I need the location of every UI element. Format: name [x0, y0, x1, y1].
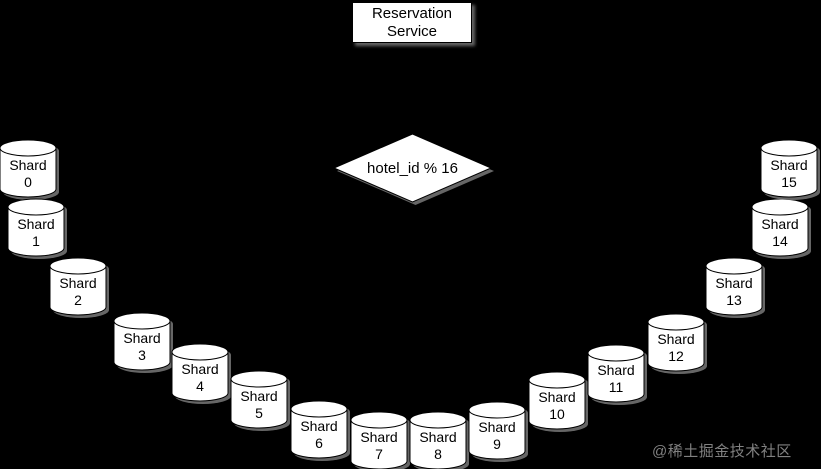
- cylinder-shape: [647, 313, 707, 374]
- diamond-shape: [332, 133, 494, 205]
- cylinder-shape: [528, 371, 588, 432]
- cylinder-shape: [230, 370, 290, 431]
- service-title-line1: Reservation: [371, 4, 453, 22]
- cylinder-shape: [49, 257, 109, 318]
- service-title-line2: Service: [386, 22, 438, 40]
- reservation-service-node[interactable]: Reservation Service: [352, 2, 472, 43]
- cylinder-shape: [113, 312, 173, 373]
- shard-key-decision-node[interactable]: hotel_id % 16: [332, 133, 494, 205]
- cylinder-shape: [751, 198, 811, 259]
- cylinder-shape: [587, 344, 647, 405]
- cylinder-shape: [350, 411, 410, 469]
- cylinder-shape: [0, 139, 59, 200]
- cylinder-shape: [705, 257, 765, 318]
- cylinder-shape: [171, 343, 231, 404]
- cylinder-shape: [760, 139, 820, 200]
- cylinder-shape: [409, 411, 469, 469]
- cylinder-shape: [468, 401, 528, 462]
- cylinder-shape: [7, 198, 67, 259]
- cylinder-shape: [290, 400, 350, 461]
- watermark: @稀土掘金技术社区: [652, 443, 792, 460]
